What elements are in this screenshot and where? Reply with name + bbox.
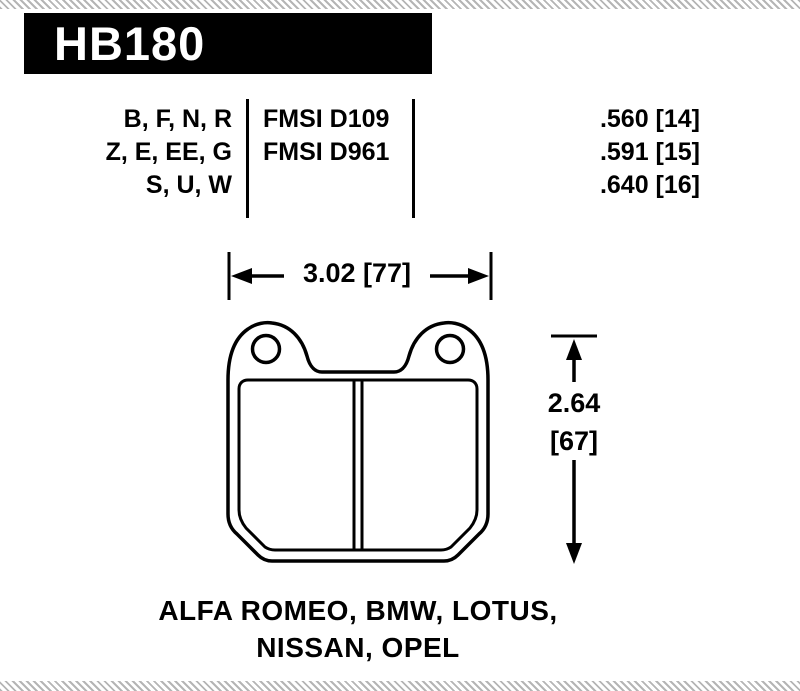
height-dimension-mm: [67] bbox=[531, 424, 617, 458]
mounting-hole-right bbox=[434, 333, 466, 365]
applications-line1: ALFA ROMEO, BMW, LOTUS, bbox=[158, 595, 558, 626]
fmsi-code-row2: FMSI D961 bbox=[263, 138, 390, 166]
compound-codes-row1: B, F, N, R bbox=[123, 105, 232, 133]
width-dimension-label: 3.02 [77] bbox=[284, 256, 430, 290]
mounting-hole-left bbox=[250, 333, 282, 365]
part-number: HB180 bbox=[54, 17, 206, 70]
fmsi-code-row3 bbox=[263, 169, 408, 202]
part-number-header: HB180 bbox=[24, 13, 432, 74]
top-stripe-border bbox=[0, 0, 800, 9]
pad-outer-outline bbox=[226, 320, 490, 563]
table-divider-right bbox=[412, 99, 415, 218]
applications-line2: NISSAN, OPEL bbox=[256, 632, 460, 663]
brake-pad-drawing bbox=[226, 320, 490, 563]
thickness-row2: .591 [15] bbox=[599, 138, 700, 166]
table-divider-left bbox=[246, 99, 249, 218]
compound-codes-row3: S, U, W bbox=[145, 171, 232, 199]
thickness-row1: .560 [14] bbox=[599, 105, 700, 133]
pad-inner-outline bbox=[237, 378, 479, 552]
height-dimension-arrows bbox=[551, 334, 597, 564]
height-dimension-value: 2.64 bbox=[531, 386, 617, 420]
width-dimension-arrows bbox=[227, 252, 493, 300]
fmsi-code-row1: FMSI D109 bbox=[263, 105, 390, 133]
bottom-stripe-border bbox=[0, 681, 800, 691]
compound-codes-row2: Z, E, EE, G bbox=[105, 138, 232, 166]
thickness-row3: .640 [16] bbox=[599, 171, 700, 199]
